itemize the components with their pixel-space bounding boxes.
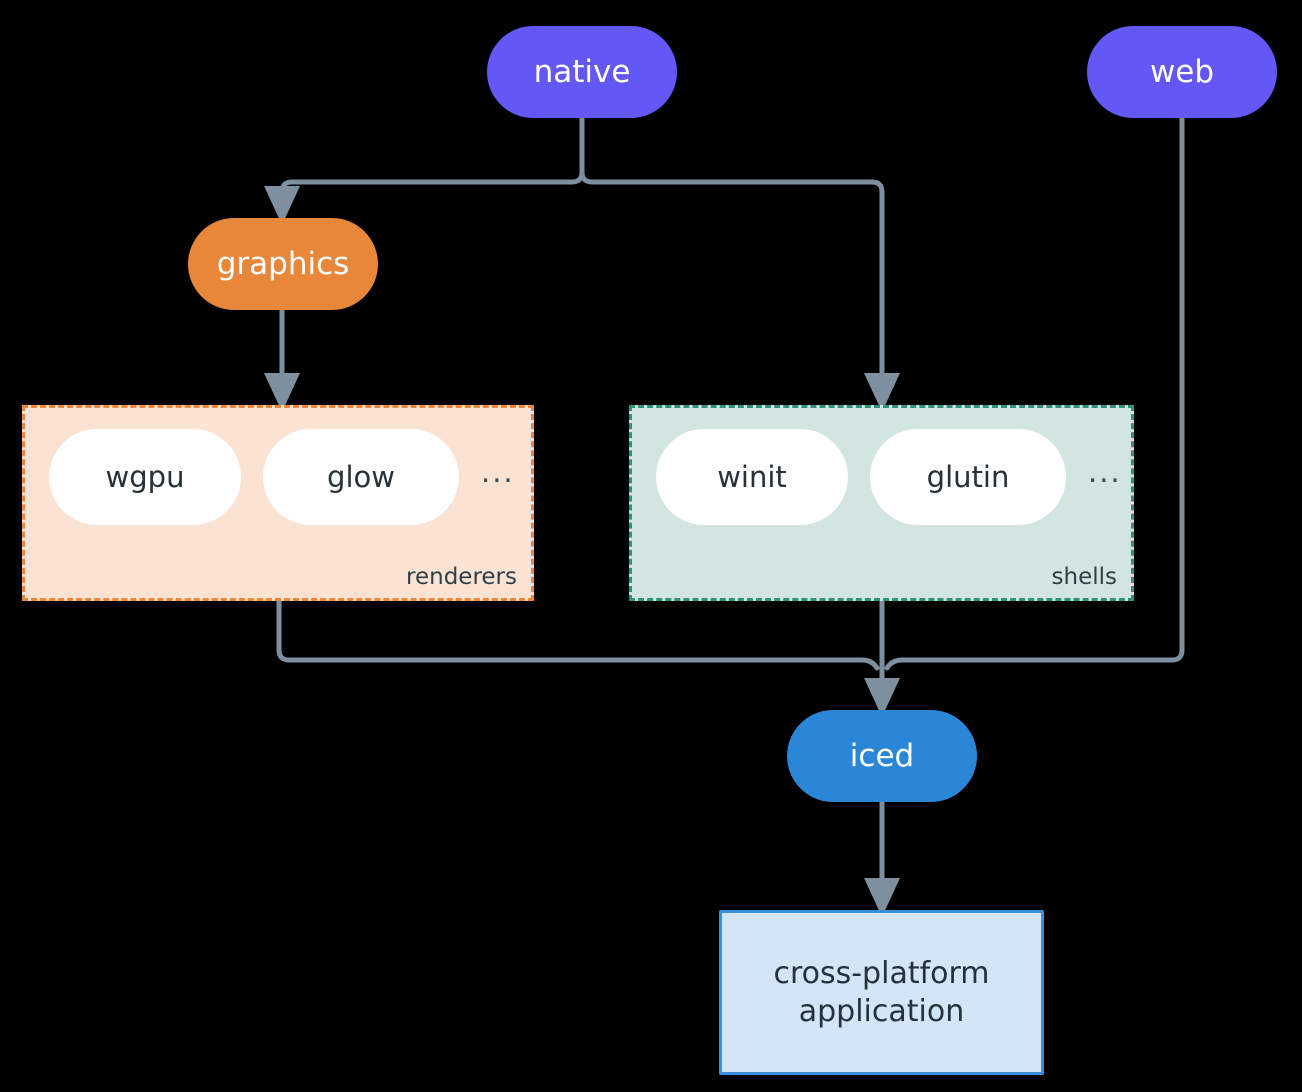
shells-more-ellipsis: ...: [1088, 455, 1122, 489]
edge-native-to-graphics: [264, 169, 585, 226]
node-iced[interactable]: iced: [787, 710, 977, 802]
renderers-more-ellipsis: ...: [481, 455, 515, 489]
group-renderers[interactable]: wgpu glow ... renderers: [22, 405, 534, 601]
group-shells-items: winit glutin ...: [632, 429, 1122, 525]
node-iced-label: iced: [849, 737, 915, 774]
application-label-line2: application: [798, 993, 965, 1029]
chip-glutin-label: glutin: [926, 460, 1010, 494]
node-cross-platform-application[interactable]: cross-platform application: [719, 910, 1044, 1075]
application-label-line1: cross-platform: [773, 956, 990, 991]
chip-glow[interactable]: glow: [263, 429, 459, 525]
chip-winit[interactable]: winit: [656, 429, 848, 525]
node-web[interactable]: web: [1087, 26, 1277, 118]
chip-wgpu-label: wgpu: [105, 460, 185, 494]
chip-glow-label: glow: [327, 460, 395, 494]
group-shells-label: shells: [1051, 564, 1117, 590]
node-graphics-label: graphics: [216, 245, 350, 282]
group-shells[interactable]: winit glutin ... shells: [629, 405, 1134, 601]
chip-glutin[interactable]: glutin: [870, 429, 1066, 525]
edge-native-to-shells: [579, 169, 900, 413]
edge-renderers-to-iced: [276, 598, 880, 671]
node-web-label: web: [1149, 53, 1215, 90]
chip-winit-label: winit: [717, 460, 787, 494]
node-graphics[interactable]: graphics: [188, 218, 378, 310]
group-renderers-label: renderers: [406, 564, 517, 590]
group-renderers-items: wgpu glow ...: [25, 429, 515, 525]
chip-wgpu[interactable]: wgpu: [49, 429, 241, 525]
node-native[interactable]: native: [487, 26, 677, 118]
node-native-label: native: [533, 53, 631, 90]
